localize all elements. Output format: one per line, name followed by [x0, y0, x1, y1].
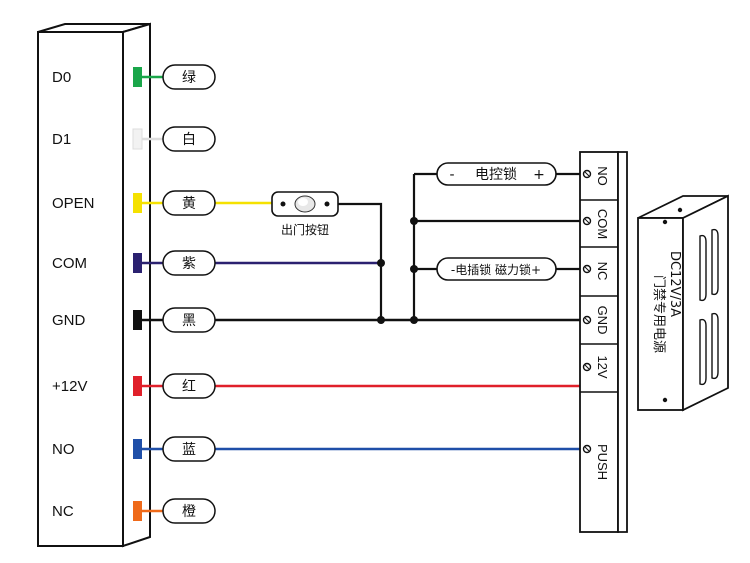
wire-color-label: 黑: [182, 313, 196, 329]
svg-text:+: +: [533, 167, 545, 183]
wire-color-label: 橙: [182, 504, 196, 520]
relay-terminal-gnd: GND: [595, 306, 610, 335]
relay-terminal-nc: NC: [595, 262, 610, 281]
wire-color-tag: [162, 190, 216, 216]
magnetic-lock: -电插锁 磁力锁+: [436, 257, 557, 281]
wire-connector-1: [132, 128, 143, 150]
wire-connector-6: [133, 439, 142, 459]
relay-terminal-12v: 12V: [595, 355, 610, 378]
wire-color-tag: [162, 307, 216, 333]
wiring-network: [338, 172, 587, 320]
wire-color-tag: [162, 250, 216, 276]
wire-color-tag: [162, 126, 216, 152]
wire-connector-4: [133, 310, 142, 330]
wire-connector-5: [133, 376, 142, 396]
wire-color-tag: [162, 498, 216, 524]
wire-color-tag: [162, 436, 216, 462]
power-supply-spec: DC12V/3A: [667, 251, 682, 317]
wire-connector-0: [133, 67, 142, 87]
electric-lock: - 电控锁 +: [436, 162, 557, 186]
controller-terminal-12v: +12V: [52, 378, 87, 395]
controller-terminal-gnd: GND: [52, 312, 86, 329]
controller-terminal-com: COM: [52, 255, 87, 272]
junction-dots: [377, 217, 418, 324]
wire-color-label: 紫: [182, 256, 196, 272]
wire-color-label: 白: [182, 132, 196, 148]
wire-connector-2: [133, 193, 142, 213]
controller-box: [37, 22, 151, 548]
power-supply: DC12V/3A 门禁专用电源: [637, 194, 729, 412]
wire-color-label: 绿: [182, 70, 196, 86]
svg-text:-: -: [449, 167, 454, 183]
relay-terminal-block: NO COM NC GND 12V PUSH: [579, 151, 628, 533]
controller-terminal-no: NO: [52, 441, 75, 458]
controller-terminal-open: OPEN: [52, 195, 95, 212]
controller-terminal-nc: NC: [52, 503, 74, 520]
exit-button: 出门按钮: [271, 191, 339, 237]
wire-connector-3: [133, 253, 142, 273]
svg-text:电控锁: 电控锁: [475, 167, 517, 183]
relay-terminal-no: NO: [595, 166, 610, 186]
controller-terminal-d1: D1: [52, 131, 71, 148]
wire-connector-7: [133, 501, 142, 521]
exit-button-label: 出门按钮: [281, 222, 329, 237]
power-supply-name: 门禁专用电源: [651, 275, 666, 353]
wire-color-label: 红: [182, 379, 196, 395]
relay-terminal-com: COM: [595, 209, 610, 239]
wire-color-label: 黄: [182, 195, 196, 212]
wire-color-tag: [162, 373, 216, 399]
controller-terminal-d0: D0: [52, 69, 71, 86]
wire-color-tag: [162, 64, 216, 90]
relay-terminal-push: PUSH: [595, 444, 610, 480]
svg-text:-电插锁 磁力锁+: -电插锁 磁力锁+: [451, 262, 541, 277]
wire-color-label: 蓝: [182, 442, 196, 458]
